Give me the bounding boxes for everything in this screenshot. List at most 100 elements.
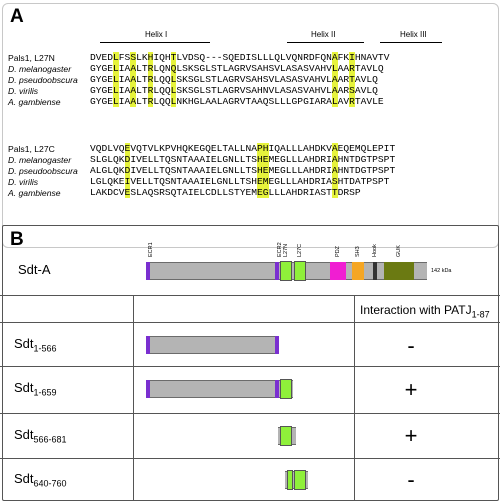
species-label: D. virilis [8, 177, 39, 187]
conserved-residue: R [147, 74, 154, 85]
conserved-residue: L [113, 52, 119, 63]
conserved-residue: E [262, 165, 269, 176]
column-header-sub: 1-87 [471, 309, 490, 320]
construct-name-1: Sdt1-566 [14, 336, 57, 354]
table-row-line-2 [0, 413, 500, 414]
conserved-residue: D [124, 154, 131, 165]
conserved-residue: A [331, 52, 338, 63]
construct-4-l27n-part [287, 470, 293, 490]
conserved-residue: H [256, 154, 263, 165]
conserved-residue: A [130, 63, 137, 74]
construct-2-range: 1-659 [33, 387, 57, 398]
conserved-residue: L [170, 74, 177, 85]
pdz-domain [330, 262, 346, 280]
conserved-residue: R [147, 96, 154, 107]
conserved-residue: S [130, 52, 137, 63]
conserved-residue: A [130, 85, 137, 96]
construct-2-bar [146, 380, 293, 398]
helix-1-label: Helix I [145, 30, 168, 39]
sequence-row: GYGELIAALTRLQQLSKSGLSTLAGRVSAHSVLASASVAH… [90, 74, 378, 85]
l27c-domain [294, 261, 306, 281]
conserved-residue: G [262, 187, 269, 198]
table-row-line-3 [0, 458, 500, 459]
conserved-residue: A [331, 74, 338, 85]
conserved-residue: R [147, 63, 154, 74]
ecr2-domain [275, 262, 279, 280]
sequence-row: GYGELIAALTRLQQLSKSGLSTLAGRVSAHNVLASASVAH… [90, 85, 378, 96]
construct-3-l27n [280, 426, 292, 446]
conserved-residue: H [147, 52, 154, 63]
conserved-residue: L [113, 63, 119, 74]
guk-label: GUK [396, 245, 402, 257]
conserved-residue: P [256, 143, 263, 154]
conserved-residue: R [349, 63, 355, 74]
species-label: A. gambiense [8, 97, 61, 107]
construct-1-range: 1-566 [33, 343, 57, 354]
conserved-residue: A [130, 74, 137, 85]
conserved-residue: T [331, 187, 338, 198]
table-col-line-1 [133, 295, 134, 500]
conserved-residue: L [113, 85, 119, 96]
protein-size-label: 142 kDa [431, 268, 452, 274]
panel-a [2, 3, 499, 248]
sequence-row: LGLQKEIVELLTQSNTAAAIELGNLLTSHEMEGLLLAHDR… [90, 176, 390, 187]
conserved-residue: H [262, 143, 269, 154]
result-2: + [404, 377, 418, 402]
conserved-residue: A [130, 96, 137, 107]
interaction-column-header: Interaction with PATJ1-87 [360, 303, 490, 319]
conserved-residue: L [331, 63, 338, 74]
conserved-residue: L [170, 96, 177, 107]
construct-4-range: 640-760 [33, 478, 67, 489]
table-top-line [0, 295, 500, 296]
conserved-residue: T [170, 52, 177, 63]
sequence-row: GYGELIAALTRLQQLNKHGLAALAGRVTAAQSLLLGPGIA… [90, 96, 384, 107]
sequence-row: ALGLQKDIVELLTQSNTAAAIELGNLLTSHEMEGLLLAHD… [90, 165, 396, 176]
construct-2-ecr2 [275, 380, 279, 398]
helix-1-line [100, 42, 210, 43]
l27c-label: L27C [297, 243, 303, 257]
table-row-line-1 [0, 366, 500, 367]
construct-3-prefix: Sdt [14, 427, 34, 442]
ecr1-domain [146, 262, 150, 280]
species-label: D. pseudoobscura [8, 166, 78, 176]
conserved-residue: E [256, 176, 263, 187]
full-protein-name: Sdt-A [18, 262, 51, 277]
construct-name-2: Sdt1-659 [14, 380, 57, 398]
conserved-residue: A [331, 85, 338, 96]
sequence-row: GYGELIAALTRLQNQLSKSGLSTLAGRVSAHSVLASASVA… [90, 63, 384, 74]
result-4: - [407, 467, 415, 492]
conserved-residue: E [262, 154, 269, 165]
conserved-residue: T [349, 74, 355, 85]
conserved-residue: S [331, 176, 338, 187]
l27n-domain [280, 261, 292, 281]
species-label: Pals1, L27C [8, 144, 55, 154]
helix-3-label: Helix III [400, 30, 427, 39]
panel-a-label: A [10, 6, 24, 27]
result-1: - [407, 333, 415, 358]
conserved-residue: L [113, 96, 119, 107]
conserved-residue: A [331, 165, 338, 176]
conserved-residue: M [262, 176, 269, 187]
construct-4-l27c [294, 470, 306, 490]
construct-2-prefix: Sdt [14, 380, 34, 395]
sequence-row: LAKDCVESLAQSRSQTAIELCDLLSTYEMEGLLLAHDRIA… [90, 187, 361, 198]
table-header-line [0, 322, 500, 323]
construct-2-l27n [280, 379, 292, 399]
construct-1-ecr1 [146, 336, 150, 354]
conserved-residue: E [124, 143, 131, 154]
helix-2-label: Helix II [311, 30, 336, 39]
conserved-residue: R [147, 85, 154, 96]
hook-label: Hook [372, 244, 378, 257]
conserved-residue: L [113, 74, 119, 85]
species-label: D. melanogaster [8, 64, 72, 74]
conserved-residue: E [256, 187, 263, 198]
l27n-label: L27N [283, 243, 289, 257]
conserved-residue: A [331, 143, 338, 154]
conserved-residue: D [124, 165, 131, 176]
sh3-label: SH3 [355, 246, 361, 257]
construct-1-bar [146, 336, 279, 354]
sequence-row: SLGLQKDIVELLTQSNTAAAIELGNLLTSHEMEGLLLAHD… [90, 154, 396, 165]
sequence-row: DVEDLFSSLKHIQHTLVDSQ---SQEDISLLLQLVQNRDF… [90, 52, 390, 63]
conserved-residue: I [349, 52, 355, 63]
conserved-residue: S [349, 85, 355, 96]
